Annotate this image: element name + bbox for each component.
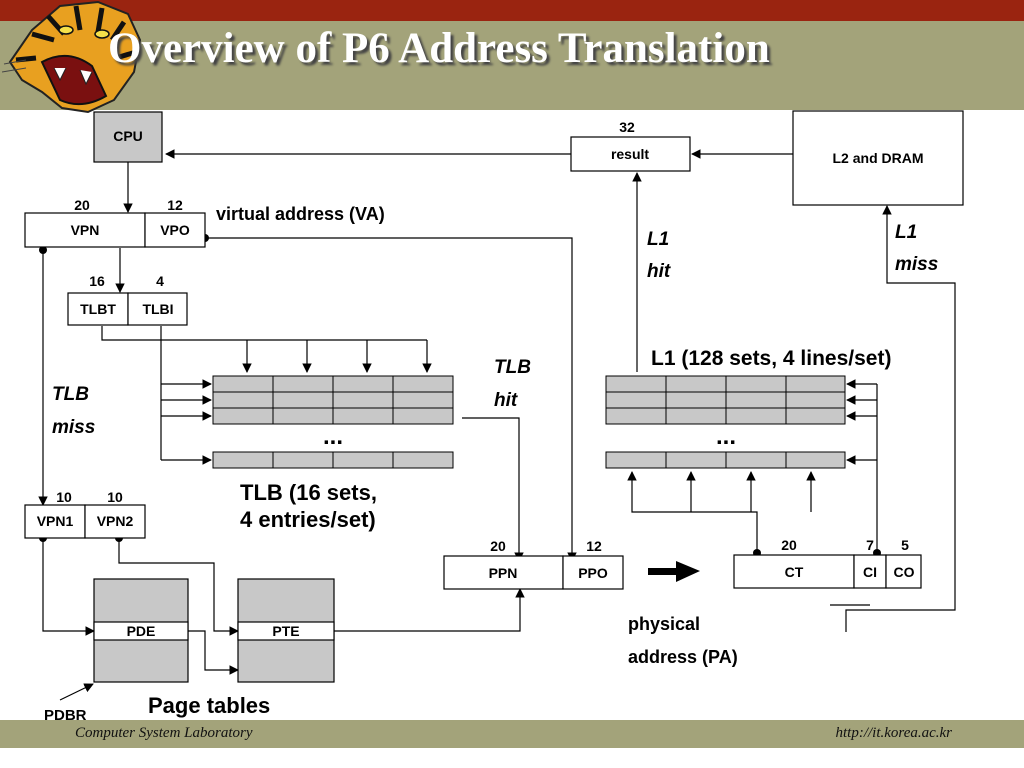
ppo-bits: 12 <box>586 538 602 554</box>
l1-cache-array <box>605 375 846 469</box>
title-band <box>0 21 1024 110</box>
vpn1-field <box>24 504 86 539</box>
vpn-field <box>24 212 146 248</box>
connector-lines <box>38 149 956 701</box>
co-field <box>885 554 922 589</box>
ppo-label: PPO <box>578 565 608 581</box>
tlb-caption-1: TLB (16 sets, <box>240 480 377 505</box>
l1-hit-label-1: L1 <box>647 229 669 250</box>
ppo-field <box>562 555 624 590</box>
tlbi-bits: 4 <box>156 273 164 289</box>
vpn2-bits: 10 <box>107 489 123 505</box>
result-label: result <box>611 146 649 162</box>
ci-bits: 7 <box>866 537 874 553</box>
vpo-field <box>144 212 206 248</box>
l1-hit-label-2: hit <box>647 261 671 282</box>
result-box <box>570 136 691 172</box>
vpo-bits: 12 <box>167 197 183 213</box>
tlbt-bits: 16 <box>89 273 105 289</box>
ct-label: CT <box>785 564 804 580</box>
pte-entry <box>237 621 335 641</box>
l2-dram-label: L2 and DRAM <box>833 150 924 166</box>
l2-dram-box <box>792 110 964 206</box>
l1-dots: ... <box>716 423 736 450</box>
pte-label: PTE <box>272 623 299 639</box>
physical-address-label-2: address (PA) <box>628 647 738 667</box>
ppn-field <box>443 555 564 590</box>
vpn1-bits: 10 <box>56 489 72 505</box>
footer-band <box>0 720 1024 748</box>
vpn2-field <box>84 504 146 539</box>
top-band <box>0 0 1024 21</box>
tlbt-label: TLBT <box>80 301 116 317</box>
tlb-hit-label-2: hit <box>494 390 518 411</box>
cpu-box <box>93 111 163 163</box>
tlbi-field <box>127 292 188 326</box>
ci-label: CI <box>863 564 877 580</box>
ct-field <box>733 554 855 589</box>
right-arrow-icon <box>648 561 700 582</box>
co-bits: 5 <box>901 537 909 553</box>
tiger-logo-icon <box>2 0 142 114</box>
tlbt-field <box>67 292 129 326</box>
vpn-label: VPN <box>71 222 100 238</box>
ppn-bits: 20 <box>490 538 506 554</box>
result-bits: 32 <box>619 119 635 135</box>
tlb-miss-label-1: TLB <box>52 384 89 405</box>
vpo-label: VPO <box>160 222 190 238</box>
cpu-label: CPU <box>113 128 143 144</box>
tlb-caption-2: 4 entries/set) <box>240 507 376 532</box>
ppn-label: PPN <box>489 565 518 581</box>
tlb-miss-label-2: miss <box>52 417 95 438</box>
page-tables-caption: Page tables <box>148 693 270 718</box>
footer-url: http://it.korea.ac.kr <box>835 725 953 741</box>
virtual-address-label: virtual address (VA) <box>216 204 385 224</box>
footer-lab-name: Computer System Laboratory <box>75 725 253 741</box>
l1-caption: L1 (128 sets, 4 lines/set) <box>651 347 891 370</box>
vpn-bits: 20 <box>74 197 90 213</box>
tlb-array <box>212 375 454 469</box>
physical-address-label-1: physical <box>628 614 700 634</box>
co-label: CO <box>894 564 915 580</box>
tlb-hit-label-1: TLB <box>494 357 531 378</box>
pde-label: PDE <box>127 623 156 639</box>
tlbi-label: TLBI <box>142 301 173 317</box>
vpn1-label: VPN1 <box>37 513 74 529</box>
ci-field <box>853 554 887 589</box>
pde-entry <box>93 621 189 641</box>
tlb-dots: ... <box>323 423 343 450</box>
l1-miss-label-2: miss <box>895 254 938 275</box>
vpn2-label: VPN2 <box>97 513 134 529</box>
ct-bits: 20 <box>781 537 797 553</box>
slide-title: Overview of P6 Address Translation <box>108 25 770 72</box>
l1-miss-label-1: L1 <box>895 222 917 243</box>
pdbr-label: PDBR <box>44 707 87 724</box>
